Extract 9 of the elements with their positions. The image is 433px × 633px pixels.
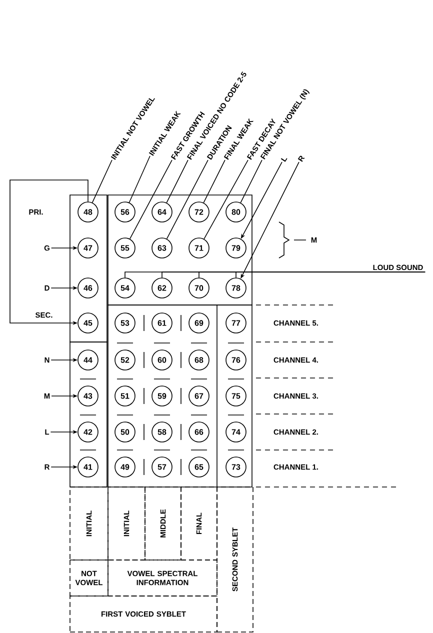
bus-line	[236, 272, 426, 278]
leader-line	[204, 160, 248, 240]
leader-line	[166, 160, 188, 204]
leader-line	[240, 160, 262, 204]
leader-line	[130, 160, 172, 240]
leader-line	[166, 160, 208, 240]
leader-line	[92, 160, 112, 203]
leader-line	[203, 160, 226, 204]
leader-line	[128, 156, 150, 203]
